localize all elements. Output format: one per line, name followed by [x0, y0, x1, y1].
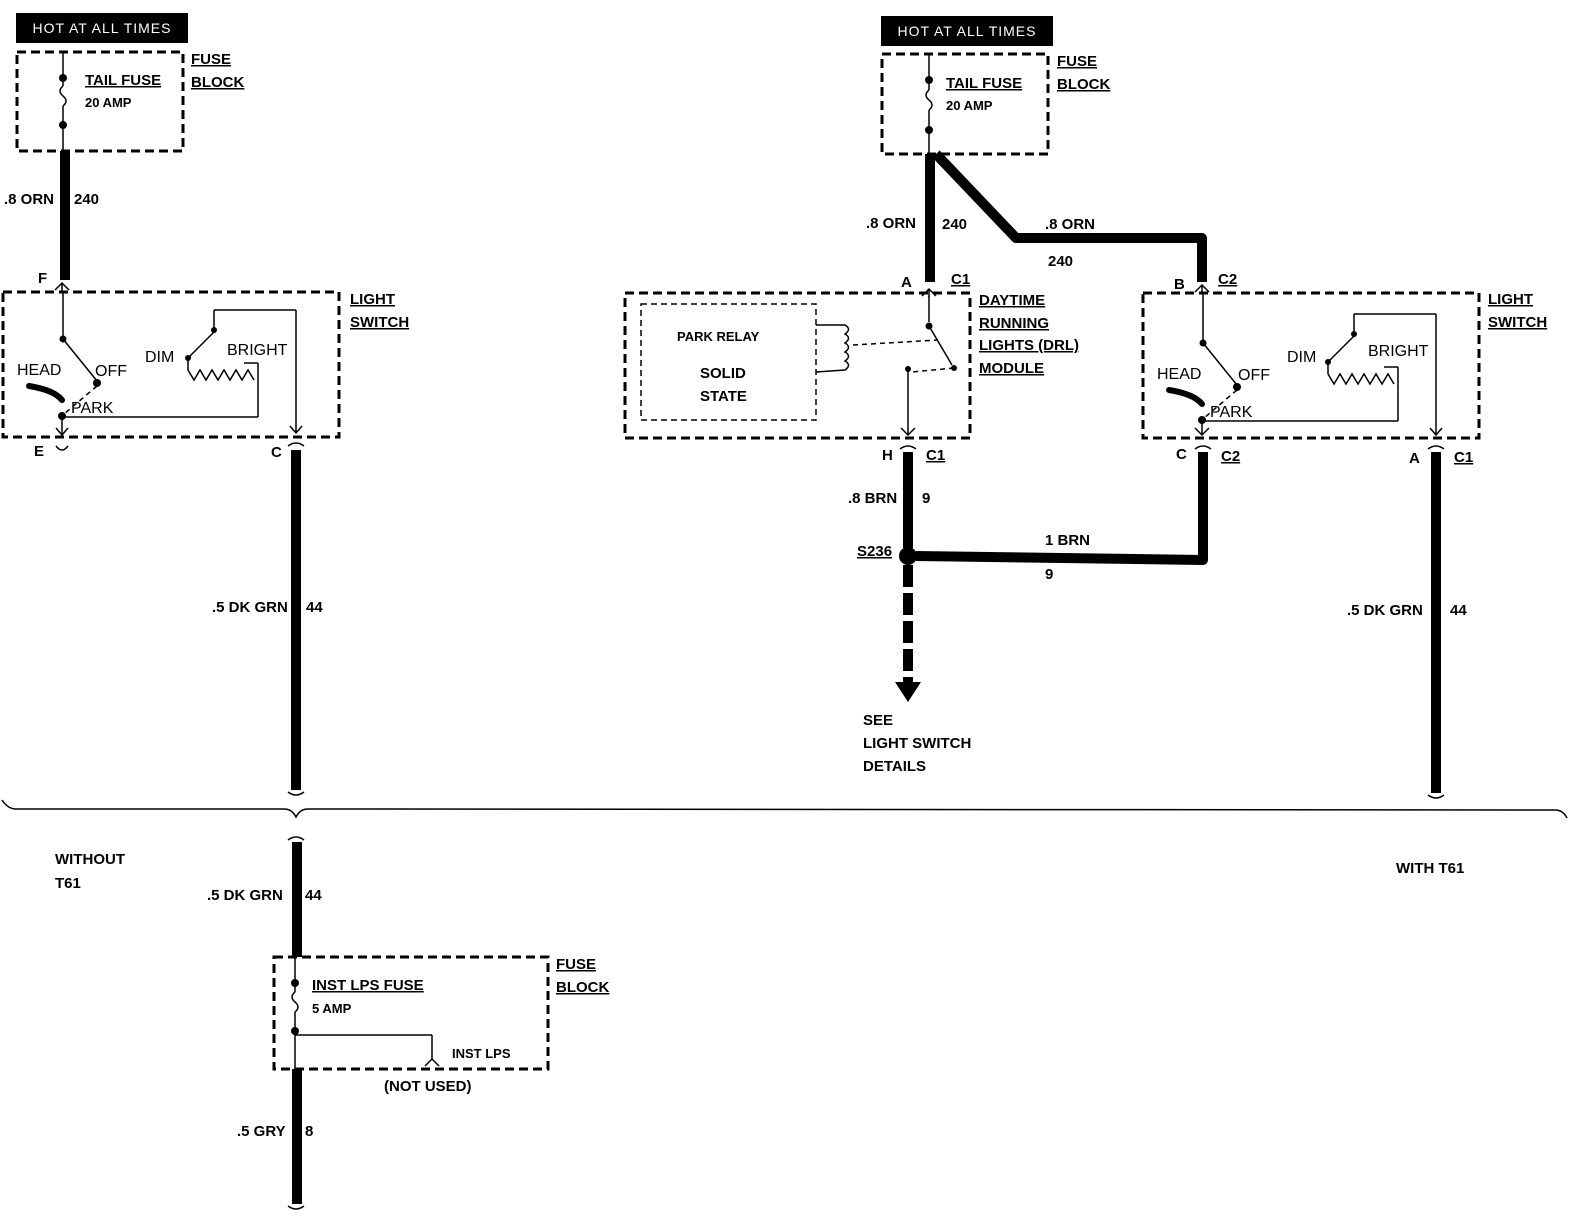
inst-lps-fuse-block: INST LPS FUSE 5 AMP INST LPS [272, 955, 550, 1071]
diagram-text: BLOCK [556, 979, 609, 996]
right-wire-44-circuit: 44 [1450, 602, 1467, 619]
park-relay-label: PARK RELAY [677, 329, 760, 344]
diagram-text: SWITCH [350, 314, 409, 331]
left-head-label: HEAD [17, 362, 61, 379]
right-conn-c1-bot: C1 [1454, 449, 1473, 466]
left-light-switch: HEAD OFF PARK DIM BRIGHT [1, 290, 341, 439]
left-wire-44-gauge: .5 DK GRN [212, 599, 288, 616]
left-wire-240-gauge: .8 ORN [4, 191, 54, 208]
right-term-c: C [1176, 446, 1187, 463]
left-bright-label: BRIGHT [227, 342, 288, 359]
option-separator [1, 799, 1568, 819]
diagram-text: LIGHTS (DRL) [979, 337, 1079, 354]
left-terminal-e: E [34, 443, 44, 460]
bottom-wire-44-circuit: 44 [305, 887, 322, 904]
right-wire-44-gauge: .5 DK GRN [1347, 602, 1423, 619]
drl-module-label: DAYTIME [979, 292, 1045, 309]
inst-lps-label: INST LPS [452, 1046, 511, 1061]
left-dim-label: DIM [145, 349, 174, 366]
bottom-wire-8-circuit: 8 [305, 1123, 313, 1140]
diagram-text: DETAILS [863, 758, 926, 775]
inst-lps-fuse-rating: 5 AMP [312, 1001, 352, 1016]
left-park-label: PARK [71, 400, 114, 417]
right-fuse-block: TAIL FUSE 20 AMP [880, 52, 1050, 156]
right-fuse-rating: 20 AMP [946, 98, 993, 113]
diagram-text: LIGHT SWITCH [863, 735, 971, 752]
right-light-switch: HEAD OFF PARK DIM BRIGHT [1141, 291, 1481, 440]
left-fuse-name: TAIL FUSE [85, 72, 161, 89]
diagram-text: T61 [55, 875, 81, 892]
diagram-text: BLOCK [191, 74, 244, 91]
right-term-h: H [882, 447, 893, 464]
right-conn-c2-top: C2 [1218, 271, 1237, 288]
diagram-text: HOT AT ALL TIMES [33, 20, 172, 36]
right-head-label: HEAD [1157, 366, 1201, 383]
left-wire-44-circuit: 44 [306, 599, 323, 616]
left-fuse-block: TAIL FUSE 20 AMP [15, 50, 185, 153]
right-switch-label: LIGHT [1488, 291, 1533, 308]
right-wire-s-circuit: 9 [1045, 566, 1053, 583]
continue-arrow-icon [895, 682, 921, 702]
right-wire-a-gauge: .8 ORN [866, 215, 916, 232]
inst-lps-fuse-name: INST LPS FUSE [312, 977, 424, 994]
right-off-label: OFF [1238, 367, 1270, 384]
bottom-wire-8-gauge: .5 GRY [237, 1123, 286, 1140]
left-wire-240-circuit: 240 [74, 191, 99, 208]
right-conn-c2-bot: C2 [1221, 448, 1240, 465]
left-terminal-c: C [271, 444, 282, 461]
right-dim-label: DIM [1287, 349, 1316, 366]
solid-state-label-1: SOLID [700, 365, 746, 382]
right-park-label: PARK [1210, 404, 1253, 421]
diagram-text: SWITCH [1488, 314, 1547, 331]
right-term-a: A [901, 274, 912, 291]
right-term-b: B [1174, 276, 1185, 293]
right-bright-label: BRIGHT [1368, 343, 1429, 360]
left-terminal-f: F [38, 270, 47, 287]
diagram-text: HOT AT ALL TIMES [898, 23, 1037, 39]
right-conn-c1-top: C1 [951, 271, 970, 288]
right-wire-a-circuit: 240 [942, 216, 967, 233]
right-wire-b-gauge: .8 ORN [1045, 216, 1095, 233]
right-fuse-name: TAIL FUSE [946, 75, 1022, 92]
diagram-text: RUNNING [979, 315, 1049, 332]
diagram-text: STATE [700, 388, 747, 405]
right-term-a-bot: A [1409, 450, 1420, 467]
left-off-label: OFF [95, 363, 127, 380]
right-wire-9-splice [915, 452, 1208, 565]
right-wire-b-circuit: 240 [1048, 253, 1073, 270]
right-fuse-block-label: FUSE [1057, 53, 1097, 70]
right-conn-c1-h: C1 [926, 447, 945, 464]
left-connector-e [55, 445, 69, 451]
diagram-text: MODULE [979, 360, 1044, 377]
left-hot-badge: HOT AT ALL TIMES [16, 13, 188, 43]
right-wire-s-gauge: 1 BRN [1045, 532, 1090, 549]
left-switch-label: LIGHT [350, 291, 395, 308]
splice-s236 [899, 547, 917, 565]
left-fuse-block-label: FUSE [191, 51, 231, 68]
see-details-label: SEE [863, 712, 893, 729]
splice-label: S236 [857, 543, 892, 560]
drl-module: PARK RELAY SOLID STATE [623, 291, 972, 440]
bottom-wire-44-gauge: .5 DK GRN [207, 887, 283, 904]
with-t61-label: WITH T61 [1396, 860, 1464, 877]
bottom-fuse-block-label: FUSE [556, 956, 596, 973]
right-wire-h-gauge: .8 BRN [848, 490, 897, 507]
right-hot-badge: HOT AT ALL TIMES [881, 16, 1053, 46]
right-wire-240-b [932, 150, 1207, 282]
not-used-label: (NOT USED) [384, 1078, 472, 1095]
right-wire-h-circuit: 9 [922, 490, 930, 507]
diagram-text: BLOCK [1057, 76, 1110, 93]
left-fuse-rating: 20 AMP [85, 95, 132, 110]
without-t61-label: WITHOUT [55, 851, 125, 868]
